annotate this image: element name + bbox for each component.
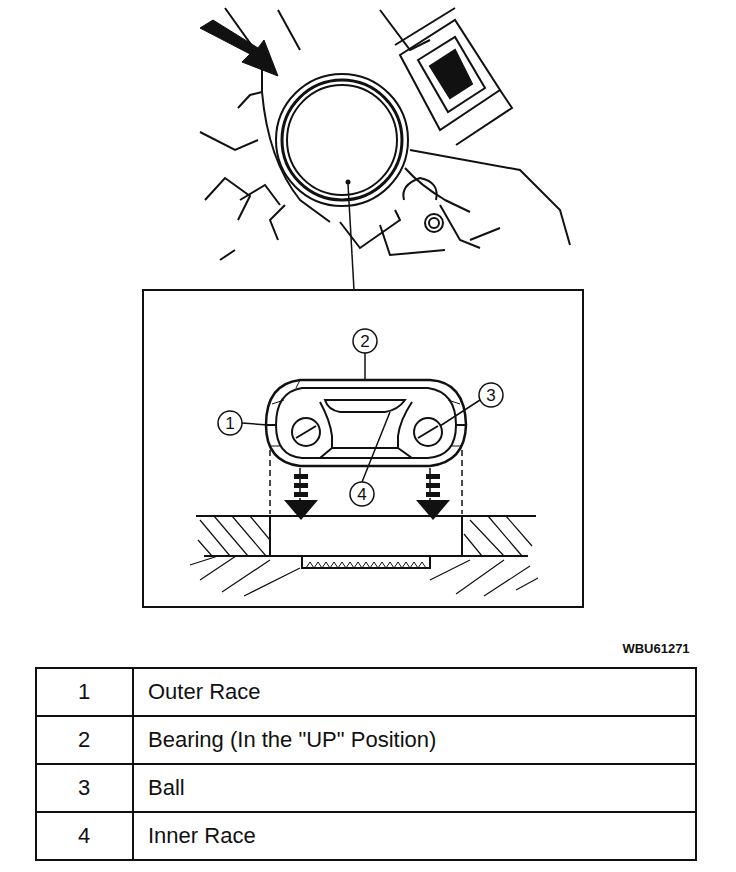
callout-number: 3 (486, 387, 495, 404)
table-cell: Ball (148, 777, 185, 799)
callout-number: 1 (225, 415, 234, 432)
press-base (190, 516, 538, 596)
press-arrows (284, 474, 450, 520)
figure-code: WBU61271 (622, 642, 689, 655)
bearing-section (266, 380, 466, 466)
table-cell: Outer Race (148, 681, 261, 703)
callout-circles (218, 329, 503, 506)
callout-number: 2 (360, 333, 369, 350)
bore-ring (276, 74, 408, 206)
table-cell: 1 (78, 681, 90, 703)
detail-frame (143, 290, 583, 607)
callout-number: 4 (357, 486, 366, 503)
table-cell: 2 (78, 729, 90, 751)
legend-table (36, 668, 696, 860)
table-cell: Bearing (In the "UP" Position) (148, 729, 436, 751)
leader-line (348, 184, 354, 290)
housing-outline (200, 8, 570, 260)
table-cell: 4 (78, 825, 90, 847)
pointer-arrow (200, 20, 278, 76)
table-cell: Inner Race (148, 825, 256, 847)
table-cell: 3 (78, 777, 90, 799)
